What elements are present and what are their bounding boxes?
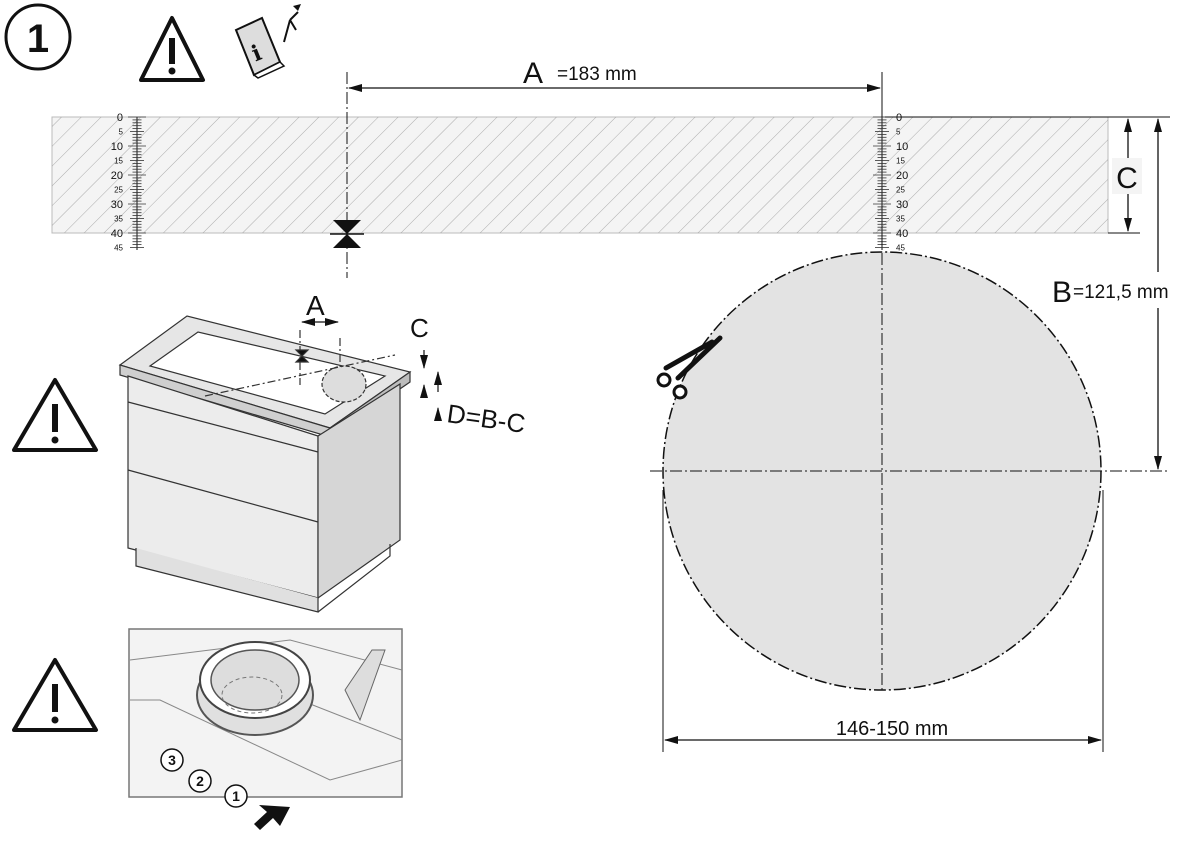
left-ruler: 0 5 10 15 20 25 30 35 40 45 <box>111 112 146 253</box>
cabinet-d-label: D=B-C <box>445 398 527 439</box>
step-number: 1 <box>27 17 49 61</box>
read-manual-icon: i <box>234 4 301 79</box>
ruler-label: 40 <box>111 228 123 240</box>
filter-installation-photo: 1 2 3 <box>128 628 403 808</box>
ruler-label: 40 <box>896 228 908 240</box>
ruler-label: 15 <box>896 157 905 166</box>
ruler-label: 20 <box>896 170 908 182</box>
ruler-label: 45 <box>114 244 123 253</box>
ruler-label: 0 <box>117 112 123 124</box>
ruler-label: 35 <box>114 215 123 224</box>
ruler-label: 5 <box>119 128 124 137</box>
dimension-a: A =183 mm <box>330 57 883 278</box>
cutout-circle: 146-150 mm <box>650 233 1170 752</box>
ruler-label: 5 <box>896 128 901 137</box>
ruler-label: 0 <box>896 112 902 124</box>
callout-1: 1 <box>224 784 248 808</box>
warning-icon <box>139 16 205 82</box>
depth-rulers: 0 5 10 15 20 25 30 35 40 45 0 5 10 15 20 25 30 35 40 45 <box>111 112 909 253</box>
ruler-label: 45 <box>896 244 905 253</box>
callout-2: 2 <box>188 769 212 793</box>
right-ruler: 0 5 10 15 20 25 30 35 40 45 <box>873 112 908 253</box>
warning-icon <box>12 378 98 452</box>
ruler-label: 25 <box>114 186 123 195</box>
callout-3: 3 <box>160 748 184 772</box>
dimension-c: C <box>885 116 1170 234</box>
cabinet-a-label: A <box>306 290 325 321</box>
cabinet-c-label: C <box>410 313 429 343</box>
scissors-icon <box>656 335 723 400</box>
dimension-c-label: C <box>1116 162 1138 195</box>
insert-direction-arrow-icon <box>254 805 290 830</box>
ruler-label: 10 <box>111 141 123 153</box>
dimension-a-letter: A <box>523 57 543 90</box>
dimension-b-value: =121,5 mm <box>1073 282 1169 303</box>
dimension-b: B =121,5 mm <box>1050 118 1200 470</box>
svg-text:1: 1 <box>232 788 240 804</box>
diameter-label: 146-150 mm <box>836 718 948 740</box>
ruler-label: 15 <box>114 157 123 166</box>
template-strip: 0 5 10 15 20 25 30 35 40 45 0 5 10 15 20 25 30 35 40 45 <box>51 112 1109 253</box>
ruler-label: 30 <box>896 199 908 211</box>
cabinet-illustration <box>118 315 442 613</box>
ruler-label: 25 <box>896 186 905 195</box>
warning-icon <box>12 658 98 732</box>
svg-text:2: 2 <box>196 773 204 789</box>
svg-text:3: 3 <box>168 752 176 768</box>
dimension-b-letter: B <box>1052 276 1072 309</box>
dimension-a-value: =183 mm <box>557 64 637 85</box>
ruler-label: 35 <box>896 215 905 224</box>
ruler-label: 30 <box>111 199 123 211</box>
ruler-label: 20 <box>111 170 123 182</box>
ruler-label: 10 <box>896 141 908 153</box>
step-number-badge: 1 <box>4 3 72 71</box>
